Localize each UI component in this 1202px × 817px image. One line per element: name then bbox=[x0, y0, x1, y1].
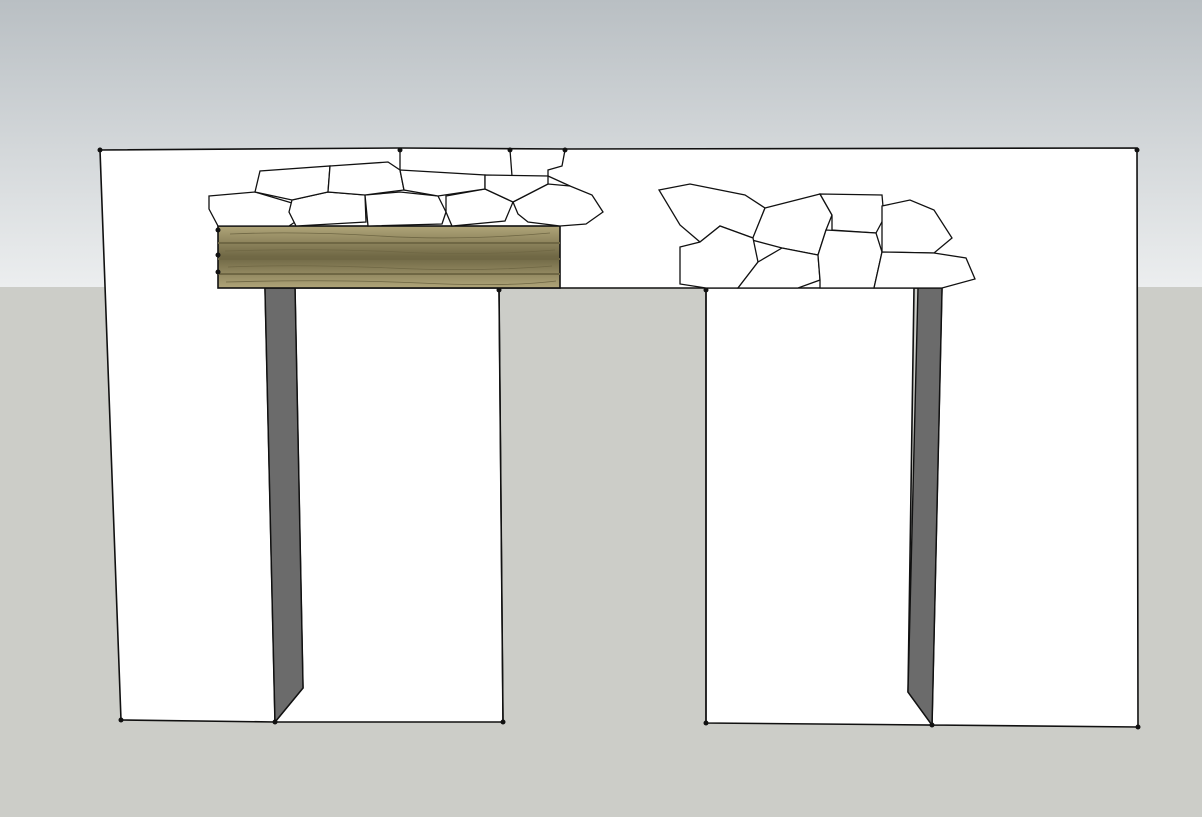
left-lintel[interactable] bbox=[217, 225, 561, 289]
left-stone-course[interactable] bbox=[208, 149, 604, 227]
right-stone-course[interactable] bbox=[657, 183, 976, 289]
vertex-markers bbox=[97, 147, 1141, 730]
